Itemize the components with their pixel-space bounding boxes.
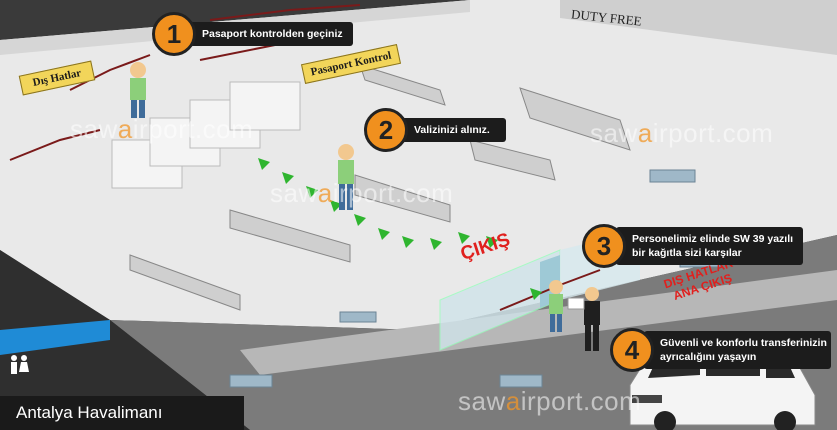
- step-4-number: 4: [610, 328, 654, 372]
- airport-name-label: Antalya Havalimanı: [0, 396, 244, 430]
- step-2-callout: 2 Valizinizi alınız.: [364, 108, 506, 152]
- passenger-icon: [130, 62, 146, 118]
- step-3-text: Personelimiz elinde SW 39 yazılı bir kağ…: [616, 227, 804, 265]
- step-2-text: Valizinizi alınız.: [398, 118, 506, 142]
- watermark: sawairport.com: [458, 386, 642, 416]
- passenger-icon: [549, 280, 563, 332]
- restroom-icon: [11, 355, 29, 374]
- passenger-icon: [338, 144, 354, 210]
- greeter-icon: [567, 287, 600, 351]
- step-1-callout: 1 Pasaport kontrolden geçiniz: [152, 12, 353, 56]
- watermark: sawairport.com: [590, 118, 774, 148]
- baggage-carousels: [129, 64, 631, 311]
- step-2-number: 2: [364, 108, 408, 152]
- passport-booths: [111, 81, 301, 189]
- step-1-number: 1: [152, 12, 196, 56]
- watermark: sawairport.com: [70, 114, 254, 144]
- step-3-callout: 3 Personelimiz elinde SW 39 yazılı bir k…: [582, 224, 804, 268]
- step-4-text: Güvenli ve konforlu transferinizin ayrıc…: [644, 331, 831, 369]
- step-4-callout: 4 Güvenli ve konforlu transferinizin ayr…: [610, 328, 831, 372]
- step-3-number: 3: [582, 224, 626, 268]
- watermark: sawairport.com: [270, 178, 454, 208]
- step-1-text: Pasaport kontrolden geçiniz: [186, 22, 353, 46]
